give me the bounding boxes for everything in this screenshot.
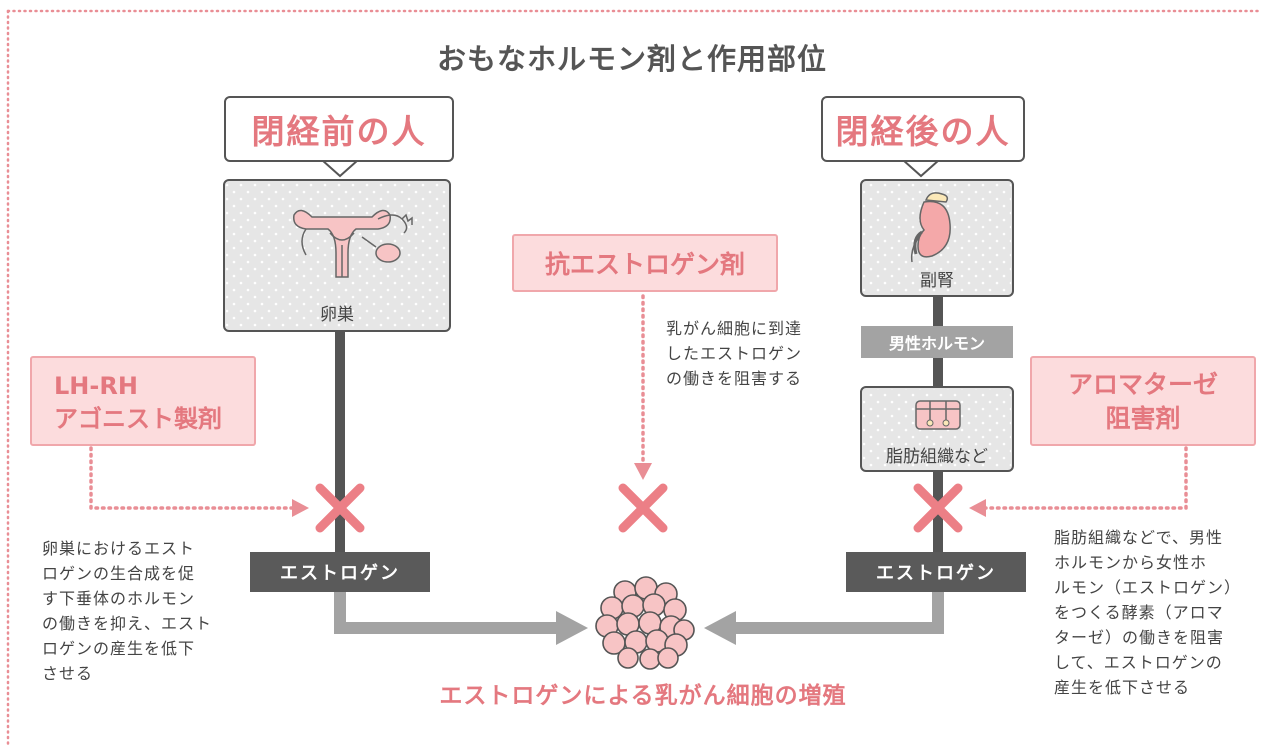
note-line: 乳がん細胞に到達 xyxy=(666,319,803,338)
x-mark-icon xyxy=(618,483,668,533)
adrenal-label: 副腎 xyxy=(920,271,954,291)
callout-tail-pre xyxy=(319,159,361,178)
adrenal-gland-icon xyxy=(910,192,951,263)
aromatase-inhibitor-line-1: アロマターゼ xyxy=(1067,370,1218,399)
cancer-cell-cluster-icon xyxy=(595,576,695,670)
note-line: したエストロゲン xyxy=(666,344,803,363)
lhrh-agonist-line-2: アゴニスト製剤 xyxy=(54,405,222,433)
result-caption: エストロゲンによる乳がん細胞の増殖 xyxy=(439,683,847,709)
dotted-frame xyxy=(6,9,1264,747)
note-line: をつくる酵素（アロマ xyxy=(1054,603,1224,622)
inhibition-arrows xyxy=(89,294,1188,517)
fat-tissue-icon xyxy=(915,400,961,430)
note-line: して、エストロゲンの xyxy=(1054,653,1223,672)
note-line: ルモン（エストロゲン） xyxy=(1054,578,1242,597)
note-line: の働きを阻害する xyxy=(666,369,803,388)
premenopausal-callout: 閉経前の人 xyxy=(224,96,454,162)
note-line: ホルモンから女性ホ xyxy=(1054,553,1208,572)
note-line: ロゲンの産生を低下 xyxy=(42,639,196,658)
arrow-head-right-flow xyxy=(704,611,736,645)
antiestrogen-box: 抗エストロゲン剤 xyxy=(512,234,778,292)
postmenopausal-callout: 閉経後の人 xyxy=(821,96,1025,162)
note-line: させる xyxy=(42,664,94,683)
note-line: 産生を低下させる xyxy=(1054,678,1191,697)
note-line: の働きを抑え、エスト xyxy=(42,614,213,633)
aromatase-inhibitor-box: アロマターゼ 阻害剤 xyxy=(1030,356,1256,446)
x-mark-icon xyxy=(913,483,963,533)
note-line: 脂肪組織などで、男性 xyxy=(1054,528,1224,547)
postmenopausal-note: 脂肪組織などで、男性 ホルモンから女性ホ ルモン（エストロゲン） をつくる酵素（… xyxy=(1054,525,1259,700)
estrogen-label-left: エストロゲン xyxy=(250,552,430,592)
antiestrogen-note: 乳がん細胞に到達 したエストロゲン の働きを阻害する xyxy=(666,316,856,391)
premenopausal-note: 卵巣におけるエスト ロゲンの生合成を促 す下垂体のホルモン の働きを抑え、エスト… xyxy=(42,536,242,686)
lhrh-agonist-line-1: LH-RH xyxy=(54,372,138,400)
callout-tail-post xyxy=(900,159,942,178)
aromatase-inhibitor-line-2: 阻害剤 xyxy=(1105,404,1181,433)
page-title: おもなホルモン剤と作用部位 xyxy=(436,42,827,76)
uterus-ovary-icon xyxy=(293,209,413,278)
x-mark-icon xyxy=(315,483,365,533)
note-line: ロゲンの生合成を促 xyxy=(42,564,196,583)
estrogen-label-right: エストロゲン xyxy=(846,552,1026,592)
ovary-label: 卵巣 xyxy=(320,305,354,325)
lhrh-agonist-box: LH-RH アゴニスト製剤 xyxy=(30,356,256,446)
flow-arrows xyxy=(334,582,944,645)
note-line: す下垂体のホルモン xyxy=(42,589,196,608)
male-hormone-label: 男性ホルモン xyxy=(861,326,1013,358)
arrow-head-left-flow xyxy=(556,611,588,645)
fat-tissue-label: 脂肪組織など xyxy=(886,447,988,467)
note-line: 卵巣におけるエスト xyxy=(42,539,196,558)
note-line: ターゼ）の働きを阻害 xyxy=(1054,628,1225,647)
